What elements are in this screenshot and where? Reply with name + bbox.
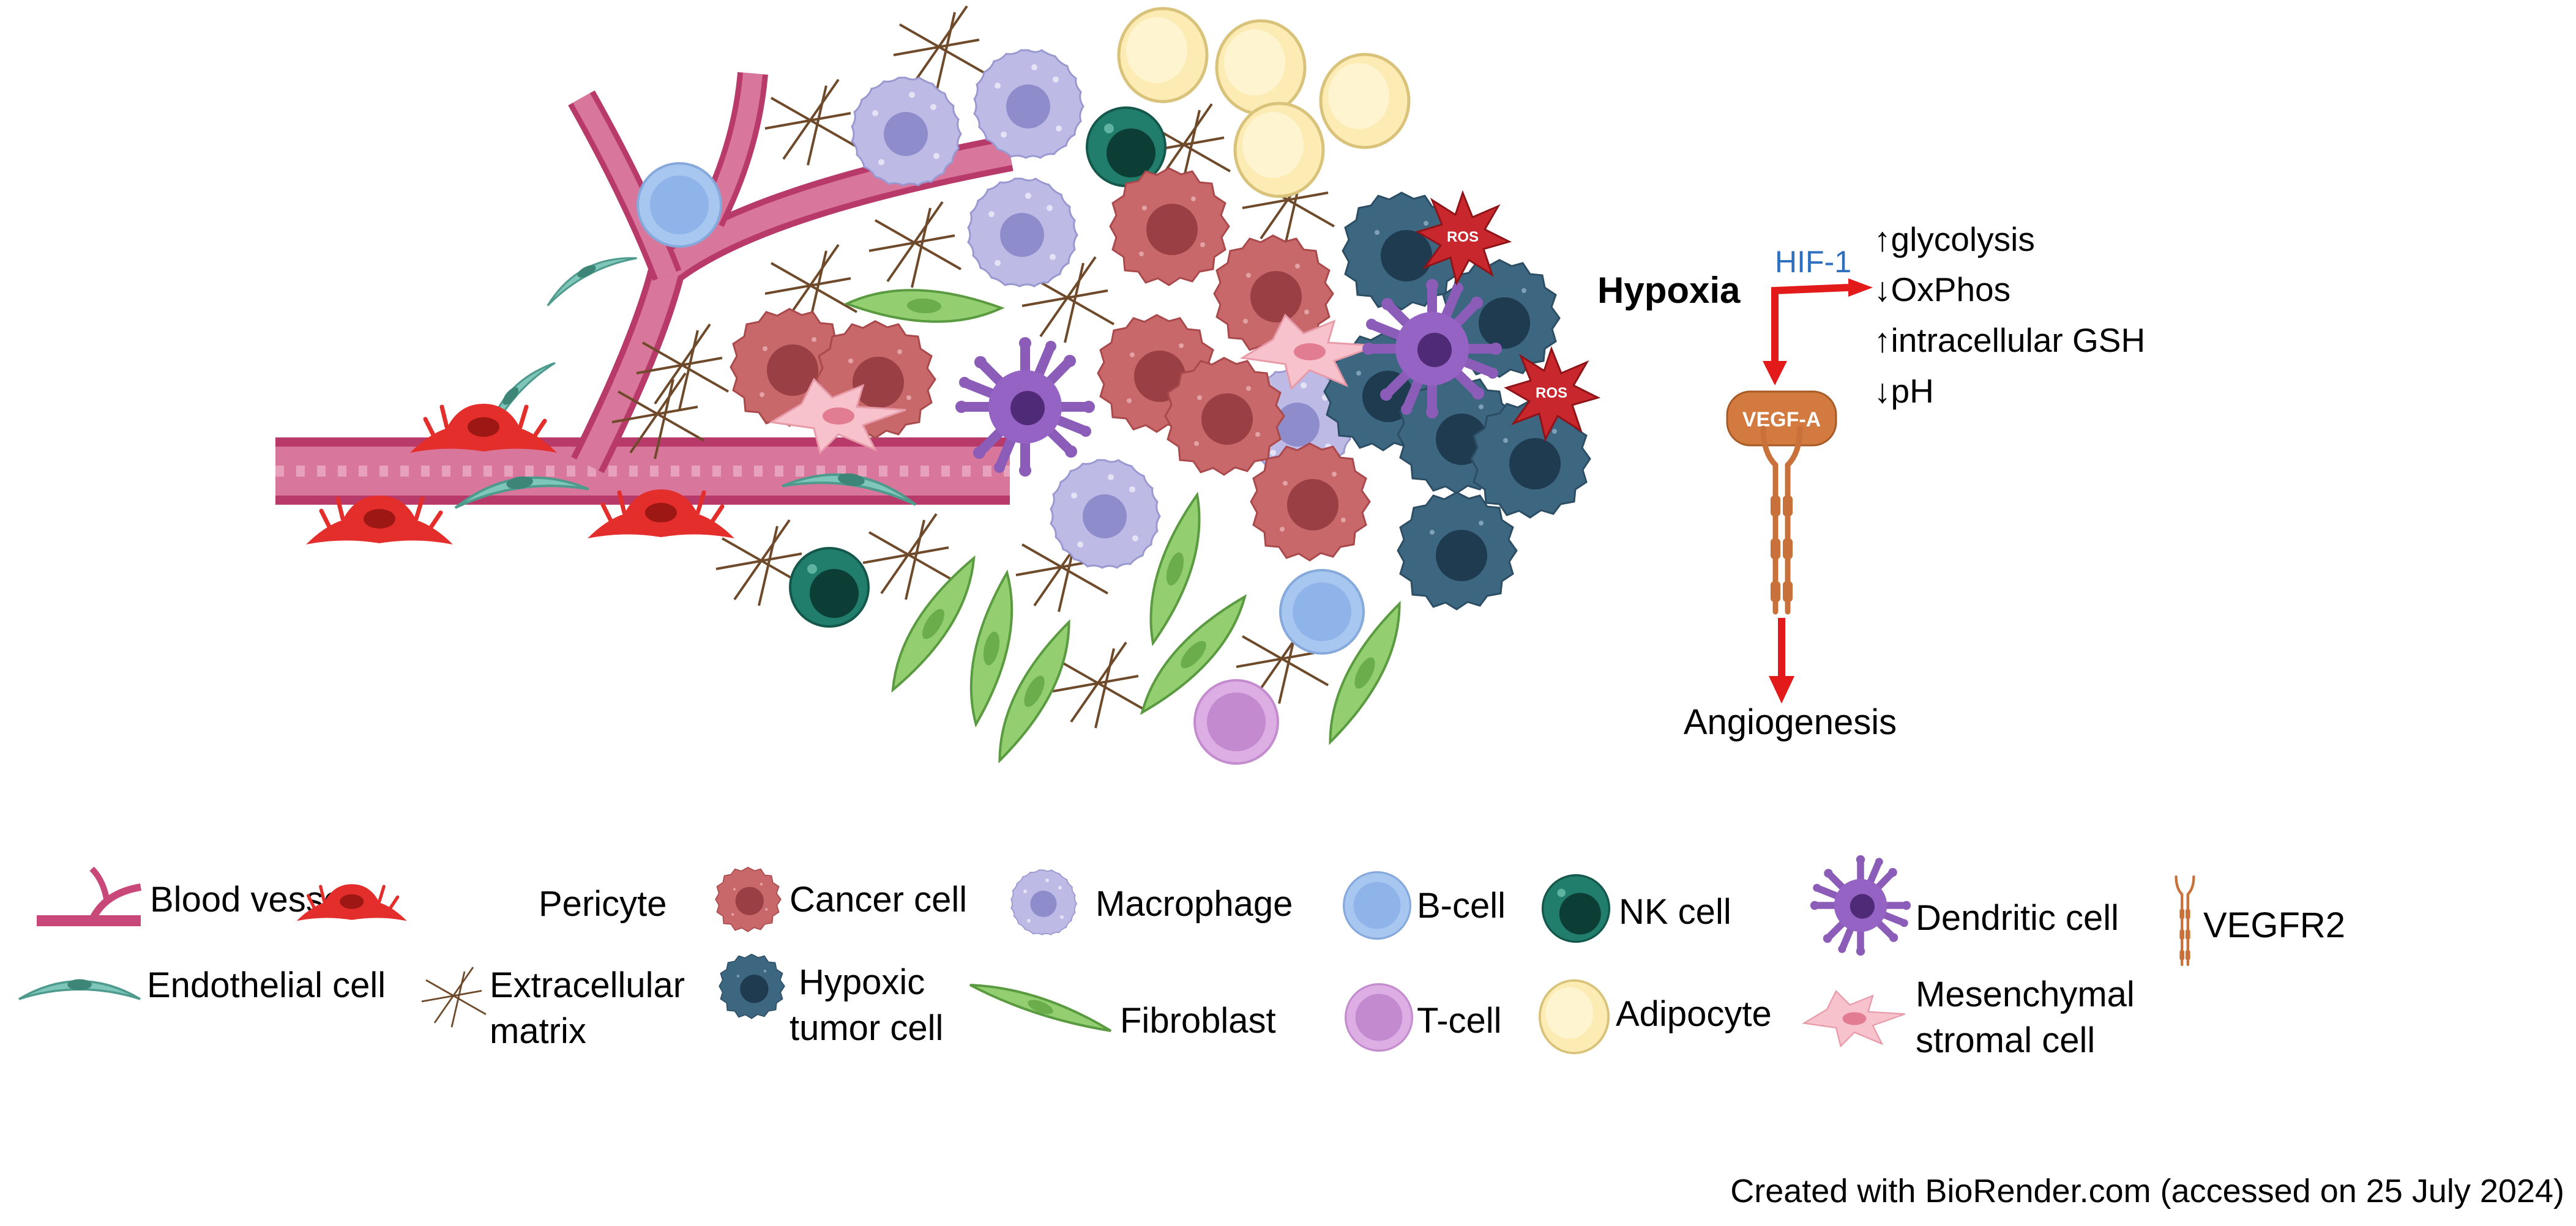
vegf-a-label: VEGF-A — [1742, 408, 1821, 431]
svg-text:VEGFR2: VEGFR2 — [2203, 905, 2345, 945]
svg-text:Cancer cell: Cancer cell — [790, 880, 967, 919]
nk-cell — [789, 547, 870, 628]
svg-text:ROS: ROS — [1536, 385, 1567, 401]
extracellular-matrix — [868, 201, 962, 289]
legend-hypoxic-tumor-cell: Hypoxic tumor cell — [719, 953, 943, 1048]
svg-text:Fibroblast: Fibroblast — [1120, 1001, 1276, 1041]
legend-endothelial-cell: Endothelial cell — [18, 965, 386, 1005]
hypoxia-pathway: Hypoxia HIF-1 ↑glycolysis ↓OxPhos ↑intra… — [1597, 220, 2145, 742]
extracellular-matrix — [764, 78, 858, 166]
hypoxia-effects-list: ↑glycolysis ↓OxPhos ↑intracellular GSH ↓… — [1874, 220, 2145, 410]
svg-text:tumor cell: tumor cell — [790, 1008, 943, 1048]
macrophage — [967, 177, 1078, 288]
ros-marker: ROS — [1505, 347, 1599, 440]
legend-extracellular-matrix: Extracellular matrix — [420, 965, 685, 1051]
macrophage — [851, 76, 962, 187]
extracellular-matrix — [1051, 641, 1146, 729]
extracellular-matrix — [862, 513, 956, 601]
svg-text:Adipocyte: Adipocyte — [1616, 994, 1772, 1034]
effect-glycolysis: ↑glycolysis — [1874, 220, 2035, 258]
legend-macrophage: Macrophage — [1010, 869, 1293, 935]
svg-text:NK cell: NK cell — [1619, 892, 1731, 932]
legend-cancer-cell: Cancer cell — [715, 866, 967, 932]
effect-intracellular-gsh: ↑intracellular GSH — [1874, 321, 2145, 359]
legend-b-cell: B-cell — [1343, 871, 1506, 940]
hif-arrowhead — [1848, 278, 1873, 297]
hypoxia-label: Hypoxia — [1597, 270, 1741, 311]
svg-text:Mesenchymal: Mesenchymal — [1916, 975, 2135, 1014]
svg-text:Macrophage: Macrophage — [1096, 884, 1293, 924]
dendritic-cell — [955, 337, 1095, 477]
vegf-a-receptor: VEGF-A — [1726, 390, 1837, 612]
svg-text:T-cell: T-cell — [1417, 1001, 1502, 1041]
cancer-cell — [1164, 357, 1285, 476]
svg-text:Hypoxic: Hypoxic — [799, 962, 925, 1002]
endothelial-cell — [539, 242, 638, 307]
svg-text:Pericyte: Pericyte — [539, 884, 667, 924]
legend-dendritic-cell: Dendritic cell — [1810, 855, 2119, 956]
svg-text:ROS: ROS — [1447, 229, 1479, 245]
angiogenesis-label: Angiogenesis — [1684, 702, 1897, 742]
effect-oxphos: ↓OxPhos — [1874, 270, 2010, 308]
macrophage — [1050, 459, 1161, 569]
ros-marker: ROS — [1416, 191, 1510, 284]
legend-blood-vessel: Blood vessel — [37, 866, 351, 926]
macrophage — [973, 49, 1085, 159]
svg-text:B-cell: B-cell — [1417, 886, 1506, 926]
dendritic-cell — [1362, 279, 1502, 418]
b-cell — [1279, 569, 1365, 655]
legend-vegfr2: VEGFR2 — [2176, 877, 2345, 965]
legend-t-cell: T-cell — [1345, 983, 1502, 1052]
blood-vessel-network — [275, 72, 1014, 505]
b-cell — [637, 162, 722, 248]
adipocyte — [1235, 103, 1323, 196]
hypoxic-tumor-cell — [1397, 491, 1518, 611]
legend-mesenchymal-stromal-cell: Mesenchymal stromal cell — [1803, 975, 2135, 1060]
svg-text:matrix: matrix — [490, 1011, 586, 1051]
cancer-cell — [1250, 442, 1371, 562]
vegf-arrowhead — [1763, 361, 1787, 385]
hif-1-label: HIF-1 — [1775, 245, 1851, 279]
effect-ph: ↓pH — [1874, 372, 1934, 410]
adipocyte — [1321, 54, 1409, 147]
cancer-cell — [1109, 167, 1230, 286]
legend-fibroblast: Fibroblast — [969, 984, 1276, 1041]
svg-text:Extracellular: Extracellular — [490, 965, 685, 1005]
adipocyte — [1217, 21, 1305, 114]
legend-adipocyte: Adipocyte — [1538, 979, 1772, 1055]
svg-text:stromal cell: stromal cell — [1916, 1020, 2095, 1060]
legend-nk-cell: NK cell — [1541, 874, 1731, 943]
hif-arrow — [1771, 284, 1849, 352]
adipocyte — [1119, 9, 1207, 102]
legend-pericyte: Pericyte — [297, 884, 667, 924]
svg-text:Endothelial cell: Endothelial cell — [147, 965, 386, 1005]
credit-text: Created with BioRender.com (accessed on … — [1730, 1173, 2564, 1209]
t-cell — [1193, 679, 1279, 765]
pericyte — [410, 404, 557, 453]
legend: Blood vessel Pericyte Cancer cell Macrop… — [18, 855, 2345, 1060]
svg-text:Dendritic cell: Dendritic cell — [1916, 898, 2119, 938]
